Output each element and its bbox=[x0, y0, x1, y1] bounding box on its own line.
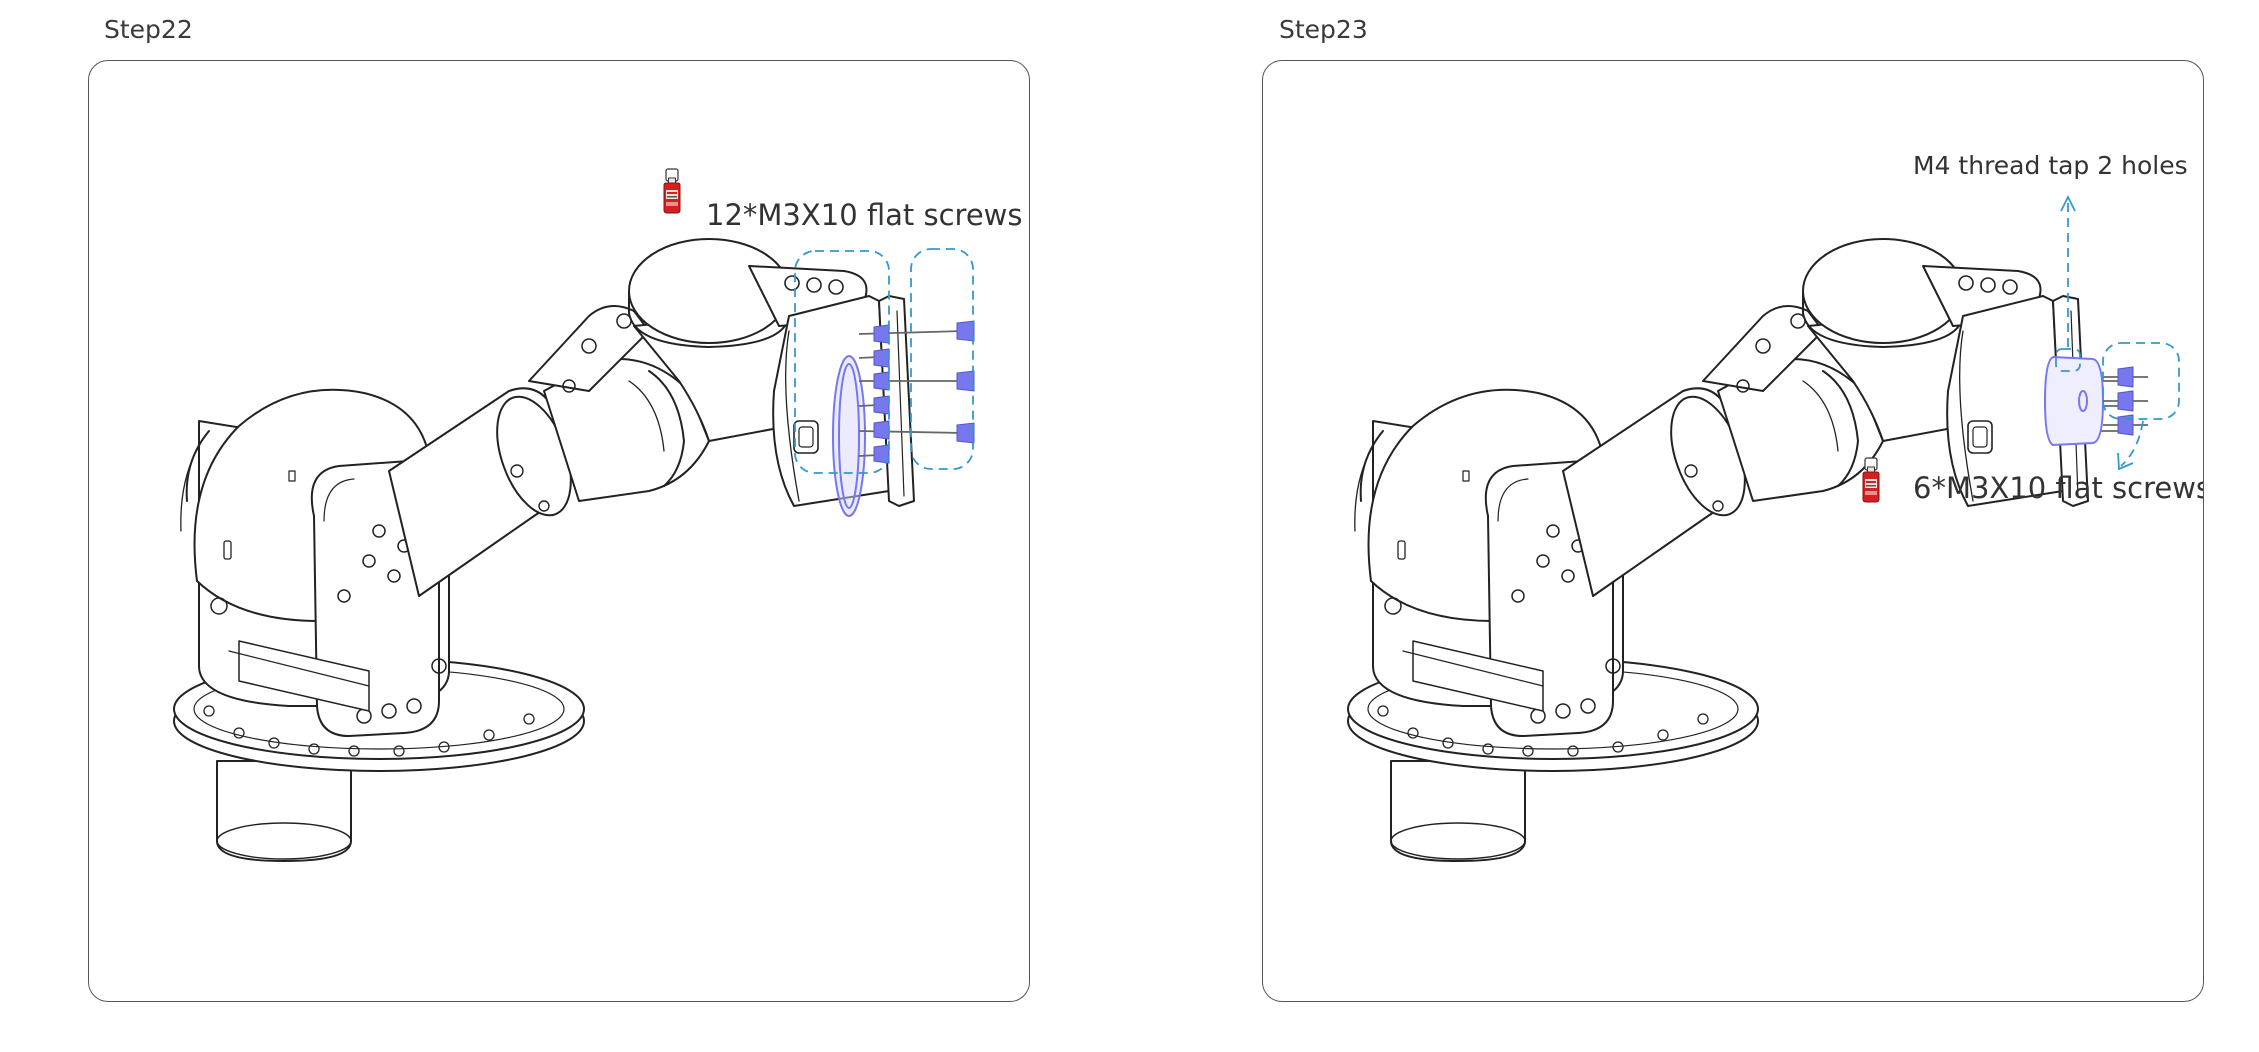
thread-tap-callout: M4 thread tap 2 holes bbox=[1913, 151, 2188, 180]
threadlocker-bottle-icon bbox=[663, 168, 681, 214]
screws-callout-6: 6*M3X10 flat screws bbox=[1913, 471, 2204, 505]
screws-callout-12: 12*M3X10 flat screws bbox=[706, 198, 1023, 232]
threadlocker-bottle-icon bbox=[1862, 457, 1880, 503]
step22-title: Step22 bbox=[104, 15, 193, 44]
robot-arm-line-drawing bbox=[1347, 194, 2180, 862]
step23-title: Step23 bbox=[1279, 15, 1368, 44]
robot-arm-line-drawing bbox=[173, 168, 975, 862]
step22-panel: 12*M3X10 flat screws bbox=[88, 60, 1030, 1002]
step23-panel: M4 thread tap 2 holes 6*M3X10 flat screw… bbox=[1262, 60, 2204, 1002]
